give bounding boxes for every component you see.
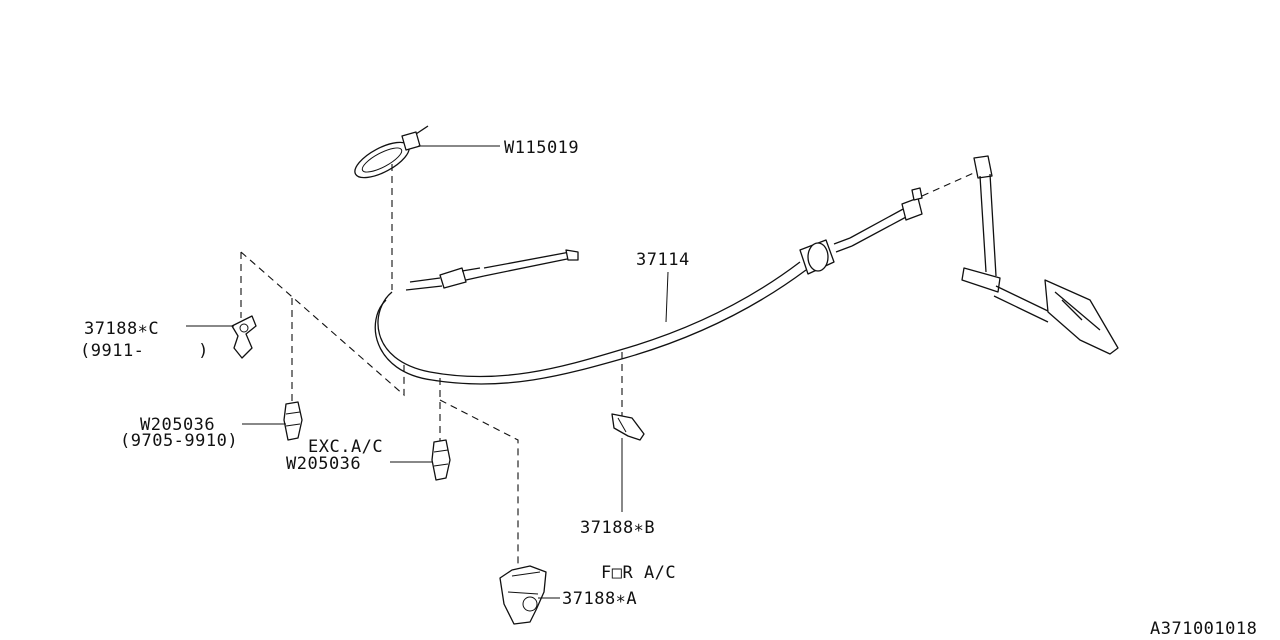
label-w205036-exc-ac: W205036 — [286, 454, 361, 474]
clamp-37188a[interactable] — [499, 565, 547, 625]
clip-w205036-left[interactable] — [283, 401, 303, 441]
dashed-route-left — [240, 251, 405, 397]
clamp-37188b[interactable] — [611, 413, 645, 441]
dashed-link-pedal — [921, 171, 977, 197]
accelerator-pedal[interactable] — [961, 155, 1119, 355]
label-37188c: 37188∗C — [84, 319, 159, 339]
clip-w205036-exc-ac[interactable] — [431, 439, 451, 481]
cable-37114[interactable] — [374, 187, 923, 385]
label-for-ac: F□R A/C — [601, 563, 676, 583]
label-w205036-left: W205036 — [140, 415, 215, 435]
label-w205036-range: (9705-9910) — [120, 431, 238, 451]
label-diagram-id: A371001018 — [1150, 619, 1257, 639]
label-37188b: 37188∗B — [580, 518, 655, 538]
label-37114: 37114 — [636, 250, 690, 270]
label-w115019: W115019 — [504, 138, 579, 158]
label-exc-ac: EXC.A/C — [308, 437, 383, 457]
clamp-37188c[interactable] — [231, 315, 257, 359]
strap-w115019[interactable] — [350, 125, 429, 185]
label-37188c-range: (9911- ) — [80, 341, 209, 361]
leader-37114 — [665, 271, 669, 323]
dashed-route-for-ac — [439, 399, 519, 566]
label-37188a: 37188∗A — [562, 589, 637, 609]
